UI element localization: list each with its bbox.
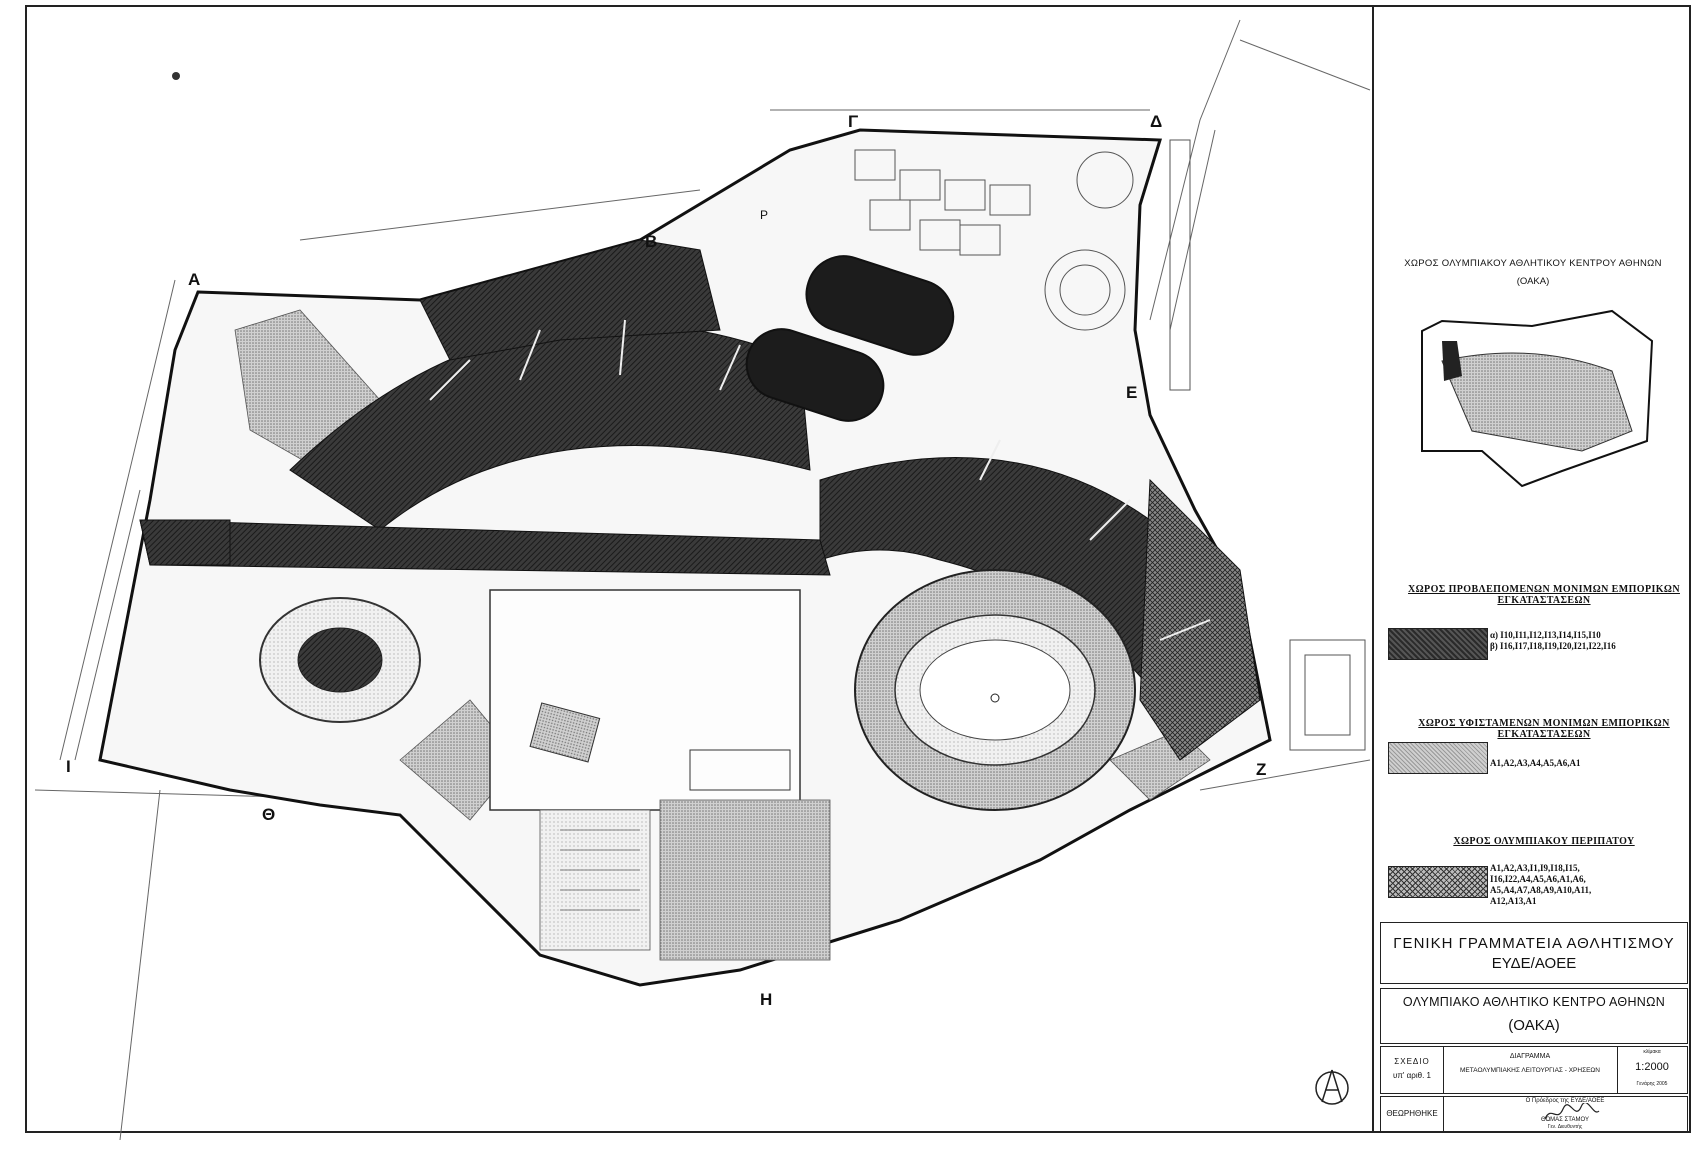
- northwest-block: [419, 239, 721, 361]
- indoor-hall: [489, 589, 801, 811]
- legend-heading-existing: ΧΩΡΟΣ ΥΦΙΣΤΑΜΕΝΩΝ ΜΟΝΙΜΩΝ ΕΜΠΟΡΙΚΩΝ ΕΓΚΑ…: [1418, 718, 1670, 740]
- parking-mark: P: [760, 208, 769, 222]
- subject-label: ΔΙΑΓΡΑΜΜΑ: [1509, 1053, 1551, 1060]
- legend-swatch-planned: [1388, 628, 1488, 660]
- point-label-z: Ζ: [1256, 760, 1267, 779]
- legend-codes-existing: Α1,Α2,Α3,Α4,Α5,Α6,Α1: [1490, 758, 1581, 769]
- tennis-courts: [854, 149, 1134, 331]
- survey-marker-icon: [172, 72, 180, 80]
- legend-heading-promenade: ΧΩΡΟΣ ΟΛΥΜΠΙΑΚΟΥ ΠΕΡΙΠΑΤΟΥ: [1453, 836, 1635, 847]
- signature-block: ΘΕΩΡΗΘΗΚΕ Ο Πρόεδρος της ΕΥΔΕ/ΑΟΕΕ ΘΩΜΑΣ…: [1380, 1096, 1688, 1132]
- point-label-e: Ε: [1126, 383, 1138, 402]
- legend-codes-planned: α) Ι10,Ι11,Ι12,Ι13,Ι14,Ι15,Ι10 β) Ι16,Ι1…: [1490, 630, 1616, 652]
- point-label-h: Η: [760, 990, 773, 1009]
- signatory-name: ΘΩΜΑΣ ΣΤΑΜΟΥ: [1541, 1117, 1589, 1123]
- point-label-a: Α: [188, 270, 201, 289]
- date: Γενάρης 2005: [1636, 1081, 1668, 1087]
- legend-code-line: Ι16,Ι22,Α4,Α5,Α6,Α1,Α6,: [1490, 874, 1586, 884]
- drawing-label: ΣΧΕΔΙΟ: [1394, 1057, 1430, 1066]
- signatory-title: Γεν. Διευθυντής: [1547, 1124, 1583, 1130]
- legend-swatch-existing: [1388, 742, 1488, 774]
- signatory-role: Ο Πρόεδρος της ΕΥΔΕ/ΑΟΕΕ: [1525, 1098, 1605, 1104]
- authority-line2: ΕΥΔΕ/ΑΟΕΕ: [1491, 955, 1577, 972]
- title-block: ΣΧΕΔΙΟ υπ' αριθ. 1 ΔΙΑΓΡΑΜΜΑ ΜΕΤΑΟΛΥΜΠΙΑ…: [1380, 1046, 1688, 1094]
- legend-swatch-promenade: [1388, 866, 1488, 898]
- legend-code-line: α) Ι10,Ι11,Ι12,Ι13,Ι14,Ι15,Ι10: [1490, 630, 1601, 640]
- legend-code-line: Α1,Α2,Α3,Α4,Α5,Α6,Α1: [1490, 758, 1581, 768]
- point-label-b: Β: [645, 232, 658, 251]
- arc-radials: [429, 319, 1211, 641]
- point-label-th: Θ: [262, 805, 276, 824]
- point-label-d: Δ: [1150, 112, 1163, 131]
- point-label-i: Ι: [66, 757, 71, 776]
- project-line2: (ΟΑΚΑ): [1508, 1017, 1560, 1034]
- west-edge-block: [139, 519, 231, 566]
- parking-south: [539, 799, 831, 961]
- dark-east-wedge: [1139, 478, 1261, 761]
- east-strip: [1169, 139, 1366, 751]
- site-title: ΧΩΡΟΣ ΟΛΥΜΠΙΑΚΟΥ ΑΘΛΗΤΙΚΟΥ ΚΕΝΤΡΟΥ ΑΘΗΝΩ…: [1404, 258, 1662, 269]
- reviewed-label: ΘΕΩΡΗΘΗΚΕ: [1386, 1109, 1438, 1118]
- project-line1: ΟΛΥΜΠΙΑΚΟ ΑΘΛΗΤΙΚΟ ΚΕΝΤΡΟ ΑΘΗΝΩΝ: [1402, 995, 1666, 1009]
- training-tracks: [745, 255, 955, 422]
- legend-code-line: β) Ι16,Ι17,Ι18,Ι19,Ι20,Ι21,Ι22,Ι16: [1490, 641, 1616, 651]
- north-arrow-icon: [1315, 1069, 1349, 1105]
- velodrome: [259, 597, 421, 723]
- title-block-divider: [1617, 1047, 1618, 1093]
- subject: ΜΕΤΑΟΛΥΜΠΙΑΚΗΣ ΛΕΙΤΟΥΡΓΙΑΣ - ΧΡΗΣΕΩΝ: [1460, 1067, 1600, 1074]
- site-title-abbr: (ΟΑΚΑ): [1516, 276, 1550, 287]
- legend-codes-promenade: Α1,Α2,Α3,Ι1,Ι9,Ι18,Ι15, Ι16,Ι22,Α4,Α5,Α6…: [1490, 863, 1591, 907]
- project-box: ΟΛΥΜΠΙΑΚΟ ΑΘΛΗΤΙΚΟ ΚΕΝΤΡΟ ΑΘΗΝΩΝ (ΟΑΚΑ): [1380, 988, 1688, 1044]
- title-block-divider: [1443, 1047, 1444, 1093]
- legend-code-line: Α1,Α2,Α3,Ι1,Ι9,Ι18,Ι15,: [1490, 863, 1580, 873]
- scale: 1:2000: [1635, 1061, 1669, 1073]
- drawing-number: υπ' αριθ. 1: [1393, 1071, 1431, 1080]
- authority-line1: ΓΕΝΙΚΗ ΓΡΑΜΜΑΤΕΙΑ ΑΘΛΗΤΙΣΜΟΥ: [1393, 935, 1675, 952]
- sheet-frame: [25, 5, 1691, 1133]
- authority-box: ΓΕΝΙΚΗ ΓΡΑΜΜΑΤΕΙΑ ΑΘΛΗΤΙΣΜΟΥ ΕΥΔΕ/ΑΟΕΕ: [1380, 922, 1688, 984]
- scale-label: κλίμακα: [1643, 1049, 1661, 1055]
- key-map: [1421, 309, 1654, 488]
- point-label-g: Γ: [848, 112, 859, 131]
- signature-divider: [1443, 1097, 1444, 1131]
- legend-code-line: Α12,Α13,Α1: [1490, 896, 1537, 906]
- legend-heading-planned: ΧΩΡΟΣ ΠΡΟΒΛΕΠΟΜΕΝΩΝ ΜΟΝΙΜΩΝ ΕΜΠΟΡΙΚΩΝ ΕΓ…: [1408, 584, 1680, 606]
- legend-code-line: Α5,Α4,Α7,Α8,Α9,Α10,Α11,: [1490, 885, 1592, 895]
- legend-panel: ΧΩΡΟΣ ΟΛΥΜΠΙΑΚΟΥ ΑΘΛΗΤΙΚΟΥ ΚΕΝΤΡΟΥ ΑΘΗΝΩ…: [1372, 6, 1692, 1132]
- signature-scribble: [1544, 1103, 1600, 1120]
- olympic-stadium: [854, 569, 1136, 811]
